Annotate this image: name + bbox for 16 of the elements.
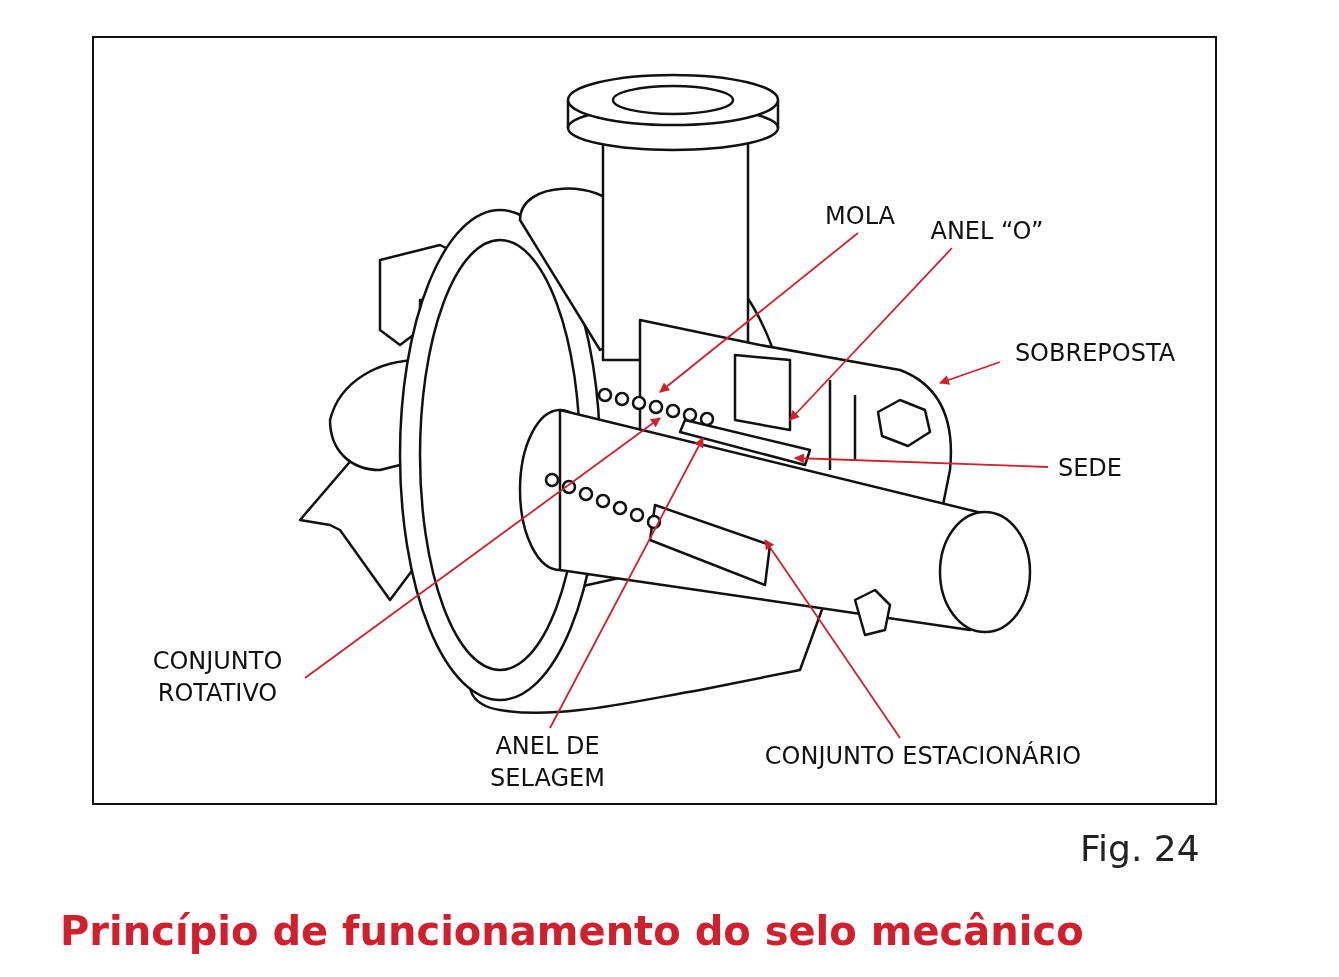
part-label: ANEL “O”	[912, 215, 1062, 247]
leader-line	[794, 453, 1049, 468]
part-label: SOBREPOSTA	[1000, 337, 1190, 369]
leader-line	[789, 247, 953, 421]
leader-line	[939, 361, 1001, 385]
part-label: MOLA	[810, 200, 910, 232]
leader-line	[764, 539, 901, 739]
leader-line	[304, 417, 661, 679]
leader-line	[549, 437, 704, 729]
part-label: CONJUNTO ESTACIONÁRIO	[728, 740, 1118, 772]
part-label: ANEL DE SELAGEM	[470, 730, 625, 794]
part-label: CONJUNTO ROTATIVO	[125, 645, 310, 709]
leader-line	[659, 232, 859, 393]
figure-caption: Fig. 24	[1080, 828, 1200, 869]
section-heading: Princípio de funcionamento do selo mecânico	[60, 908, 1084, 954]
part-label: SEDE	[1050, 452, 1130, 484]
